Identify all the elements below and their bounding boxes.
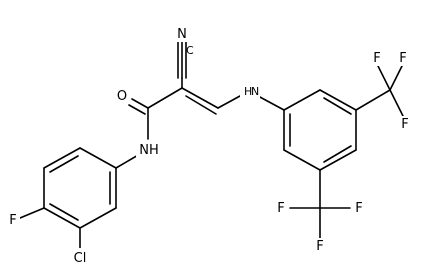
bond-co-2 — [128, 104, 146, 115]
label-bg-n-nitrile — [174, 24, 190, 42]
bond-vinyl-n — [217, 95, 241, 109]
atom-f5: F — [355, 201, 362, 216]
atom-h-amine: H — [244, 85, 252, 98]
ring1-b2-inner — [49, 155, 79, 173]
label-bg-f-ring — [6, 210, 20, 228]
ring1-b2 — [43, 147, 81, 169]
atom-f6: F — [316, 239, 323, 254]
atom-c-nitrile: C — [186, 44, 194, 57]
label-bg-o — [114, 86, 130, 104]
label-bg-n-amine — [240, 80, 260, 98]
label-bg-f3 — [398, 116, 412, 132]
atom-o: O — [117, 89, 127, 104]
bond-alpha-carbonyl — [147, 87, 183, 109]
bond-ring-cf3a — [355, 89, 391, 111]
label-bg-f6 — [313, 238, 327, 254]
label-bg-f4 — [274, 200, 288, 216]
ring1-b4 — [43, 207, 81, 229]
atom-n-nitrile: N — [177, 27, 187, 42]
atom-cl: Cl — [74, 251, 87, 266]
ring2-b4-inner — [323, 145, 352, 163]
ring2-b5 — [283, 149, 321, 171]
ring1-b1 — [79, 147, 117, 169]
bond-n-ring — [257, 95, 285, 111]
label-bg-cl — [68, 248, 92, 266]
bond-alpha-vinyl-double — [185, 95, 217, 115]
atom-f3: F — [401, 117, 408, 132]
ring2-b2-inner — [323, 97, 352, 115]
atom-f-ring: F — [9, 213, 16, 228]
bond-co-1 — [131, 98, 149, 109]
ring1-b4-inner — [49, 203, 79, 221]
bond-ring-f — [19, 207, 45, 219]
atom-n-amine: N — [251, 85, 259, 98]
bond-cf3a-f2 — [389, 65, 403, 91]
label-bg-f5 — [352, 200, 366, 216]
ring2-b2 — [319, 89, 357, 111]
atom-f2: F — [399, 51, 406, 66]
ring2-b4 — [319, 149, 357, 171]
atom-f1: F — [373, 51, 380, 66]
bond-cf3a-f3 — [389, 89, 405, 119]
bond-alpha-vinyl — [181, 87, 219, 109]
atom-nh-amide: NH — [139, 143, 159, 158]
bond-cf3a-f1 — [377, 65, 391, 91]
ring1-b5 — [79, 207, 117, 229]
ring2-b1 — [283, 89, 321, 111]
label-bg-f2 — [396, 50, 410, 66]
label-bg-nh-amide — [136, 140, 162, 158]
label-bg-f1 — [370, 50, 384, 66]
atom-f4: F — [277, 201, 284, 216]
